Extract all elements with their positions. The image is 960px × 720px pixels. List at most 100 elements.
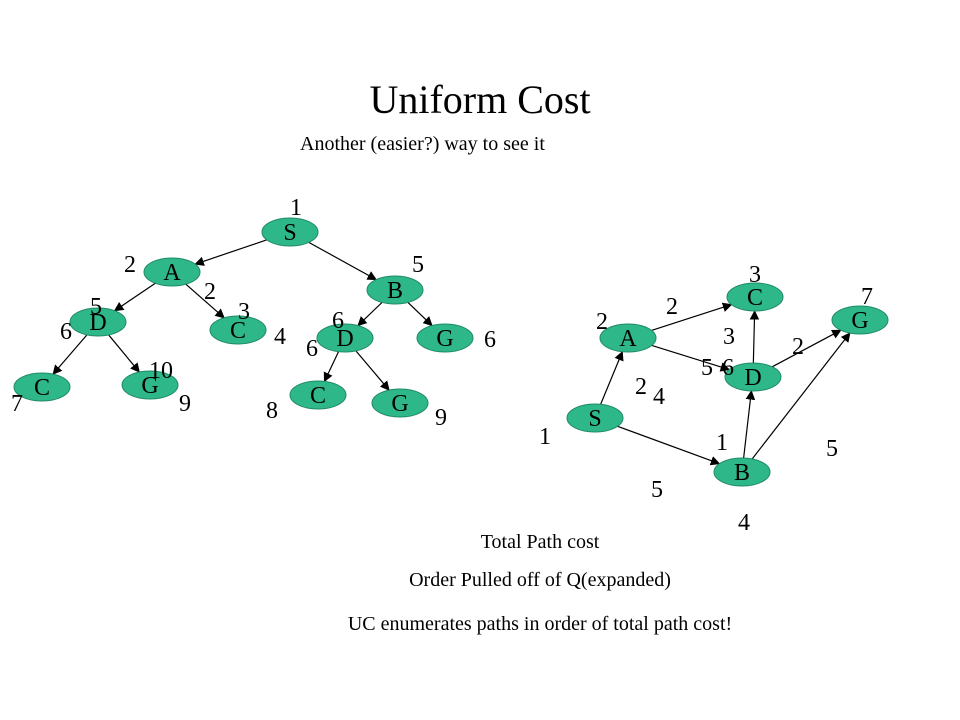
- graph-number: 5: [826, 436, 838, 462]
- node-shape: [599, 323, 657, 353]
- node-label: C: [34, 375, 50, 401]
- edge-arrow: [52, 334, 88, 375]
- tree-number: 6: [306, 336, 318, 362]
- graph-number: 5: [651, 477, 663, 503]
- node-label: D: [744, 365, 761, 391]
- graph-number: 2: [792, 334, 804, 360]
- node-label: G: [391, 391, 408, 417]
- tree-number: 6: [332, 308, 344, 334]
- node-s: S: [566, 403, 624, 433]
- edge-arrow: [751, 332, 851, 460]
- page-title: Uniform Cost: [369, 77, 591, 122]
- node-shape: [69, 307, 127, 337]
- graph-number: 1: [539, 424, 551, 450]
- graph-number: 3: [723, 324, 735, 350]
- tree-number: 1: [290, 195, 302, 221]
- node-shape: [13, 372, 71, 402]
- edge-arrow: [357, 301, 383, 327]
- graph-number: 3: [749, 262, 761, 288]
- node-c: C: [289, 380, 347, 410]
- edge-arrow: [749, 310, 760, 364]
- tree-number: 3: [238, 299, 250, 325]
- tree-number: 7: [11, 391, 23, 417]
- edge-arrow: [771, 329, 842, 368]
- tree-number: 8: [266, 398, 278, 424]
- node-label: A: [619, 326, 637, 352]
- graph-number: 7: [861, 284, 873, 310]
- graph-number: 2: [666, 294, 678, 320]
- graph-number: 4: [653, 384, 665, 410]
- graph-number: 2: [596, 309, 608, 335]
- page-subtitle: Another (easier?) way to see it: [300, 133, 545, 155]
- edge-arrow: [651, 344, 731, 372]
- node-c: C: [13, 372, 71, 402]
- edge-arrow: [617, 425, 721, 466]
- node-c: C: [726, 282, 784, 312]
- node-c: C: [209, 315, 267, 345]
- tree-number: 6: [484, 327, 496, 353]
- node-shape: [143, 257, 201, 287]
- node-shape: [724, 362, 782, 392]
- tree-number: 10: [149, 358, 173, 384]
- edge-arrow: [185, 283, 225, 319]
- graph-number: 5: [701, 355, 713, 381]
- node-shape: [416, 323, 474, 353]
- node-label: G: [141, 373, 158, 399]
- node-g: G: [831, 305, 889, 335]
- node-shape: [316, 323, 374, 353]
- node-g: G: [371, 388, 429, 418]
- node-g: G: [416, 323, 474, 353]
- node-shape: [209, 315, 267, 345]
- node-s: S: [261, 217, 319, 247]
- edges-layer: [52, 239, 851, 466]
- node-shape: [713, 457, 771, 487]
- edge-arrow: [355, 350, 390, 391]
- node-d: D: [316, 323, 374, 353]
- edge-arrow: [743, 390, 756, 459]
- node-shape: [366, 275, 424, 305]
- node-label: C: [747, 285, 763, 311]
- node-label: A: [163, 260, 181, 286]
- graph-number: 1: [716, 430, 728, 456]
- caption-summary: UC enumerates paths in order of total pa…: [347, 613, 733, 635]
- node-shape: [831, 305, 889, 335]
- node-shape: [261, 217, 319, 247]
- tree-number: 2: [204, 279, 216, 305]
- caption-total-path-cost: Total Path cost: [480, 531, 600, 553]
- node-b: B: [713, 457, 771, 487]
- node-d: D: [69, 307, 127, 337]
- tree-number: 2: [124, 252, 136, 278]
- node-label: S: [283, 220, 296, 246]
- node-shape: [726, 282, 784, 312]
- node-b: B: [366, 275, 424, 305]
- edge-arrow: [323, 351, 340, 383]
- edge-arrow: [108, 334, 140, 373]
- edge-arrow: [651, 302, 733, 331]
- tree-number: 6: [60, 319, 72, 345]
- node-label: G: [851, 308, 868, 334]
- tree-number: 4: [274, 324, 286, 350]
- node-label: D: [89, 310, 106, 336]
- node-shape: [121, 370, 179, 400]
- node-a: A: [599, 323, 657, 353]
- graph-number: 6: [722, 355, 734, 381]
- tree-number: 5: [90, 294, 102, 320]
- node-shape: [289, 380, 347, 410]
- node-shape: [566, 403, 624, 433]
- edge-arrow: [308, 241, 378, 281]
- edge-arrow: [194, 239, 268, 266]
- node-label: C: [230, 318, 246, 344]
- caption-order-pulled: Order Pulled off of Q(expanded): [409, 569, 671, 591]
- node-label: B: [734, 460, 750, 486]
- tree-number: 9: [435, 405, 447, 431]
- tree-number: 9: [179, 391, 191, 417]
- node-g: G: [121, 370, 179, 400]
- tree-number: 5: [412, 252, 424, 278]
- node-d: D: [724, 362, 782, 392]
- edge-arrow: [113, 282, 156, 312]
- graph-number: 2: [635, 374, 647, 400]
- edge-arrow: [600, 350, 624, 405]
